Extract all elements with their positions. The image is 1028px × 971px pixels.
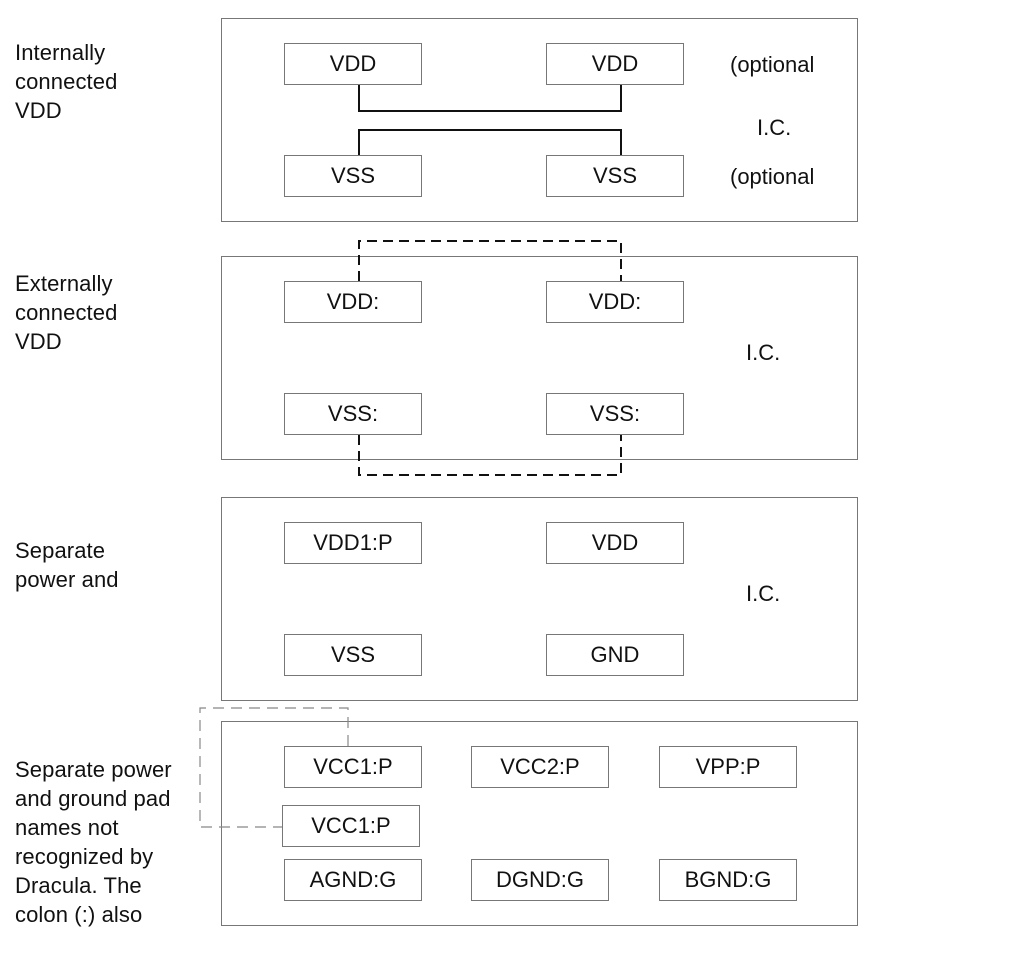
pad-vdd-colon-right: VDD: (546, 281, 684, 323)
pad-vss-colon-left: VSS: (284, 393, 422, 435)
pad-vdd-right: VDD (546, 43, 684, 85)
pad-vcc1-p-top: VCC1:P (284, 746, 422, 788)
pad-vcc1-p-bottom: VCC1:P (282, 805, 420, 847)
pad-vss-colon-right: VSS: (546, 393, 684, 435)
section-label-external: Externally connected VDD (15, 271, 118, 354)
pad-vdd1-p: VDD1:P (284, 522, 422, 564)
pad-vss-left: VSS (284, 155, 422, 197)
pad-vss: VSS (284, 634, 422, 676)
pad-bgnd-g: BGND:G (659, 859, 797, 901)
section-label-separate: Separate power and (15, 538, 119, 592)
pad-agnd-g: AGND:G (284, 859, 422, 901)
pad-vdd-left: VDD (284, 43, 422, 85)
pad-vcc2-p: VCC2:P (471, 746, 609, 788)
ic-label-internal: I.C. (757, 115, 792, 140)
section-label-unrecognized: Separate power and ground pad names not … (15, 757, 172, 927)
pad-vdd: VDD (546, 522, 684, 564)
optional-label-vdd: (optional (730, 52, 815, 77)
pad-vpp-p: VPP:P (659, 746, 797, 788)
pad-gnd: GND (546, 634, 684, 676)
ic-label-external: I.C. (746, 340, 781, 365)
pad-dgnd-g: DGND:G (471, 859, 609, 901)
optional-label-vss: (optional (730, 164, 815, 189)
section-label-internal: Internally connected VDD (15, 40, 118, 123)
pad-vss-right: VSS (546, 155, 684, 197)
ic-label-separate: I.C. (746, 581, 781, 606)
pad-vdd-colon-left: VDD: (284, 281, 422, 323)
